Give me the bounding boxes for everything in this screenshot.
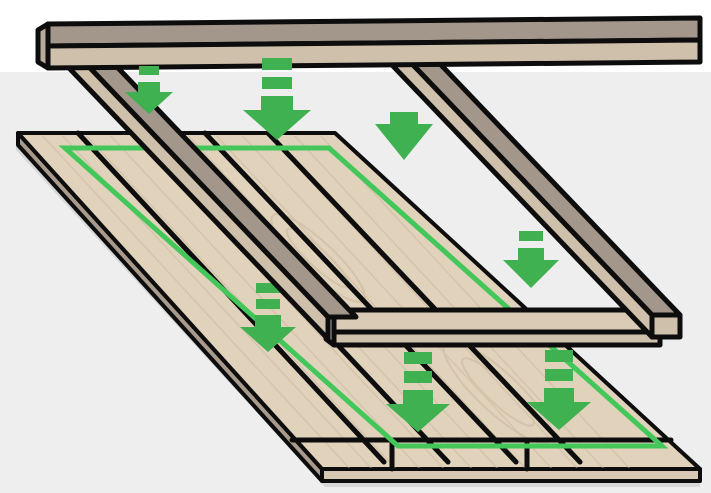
arrow-1 — [125, 66, 173, 114]
frame-rail-bottom-top-face — [331, 307, 663, 335]
frame-rail-top-left-end — [35, 21, 51, 71]
arrow-4 — [503, 231, 559, 288]
panel-top-surface — [16, 131, 702, 471]
arrow-2 — [243, 58, 311, 140]
frame-rail-top-front-face — [45, 37, 703, 71]
arrow-3 — [375, 112, 433, 160]
frame-rail-top — [35, 15, 703, 71]
frame-rail-bottom-front-face — [331, 329, 663, 348]
frame-rail-bottom — [323, 302, 663, 348]
arrow-5 — [240, 283, 296, 352]
frame-placement-outline — [58, 145, 669, 449]
upper-frame-group — [35, 15, 703, 348]
arrow-7 — [527, 350, 591, 430]
lower-panel-group — [16, 130, 702, 483]
frame-corner-right-end — [649, 312, 683, 340]
panel-slat-seam-4 — [265, 130, 583, 465]
panel-slat-seam-3 — [202, 130, 519, 465]
arrow-6 — [386, 352, 450, 432]
